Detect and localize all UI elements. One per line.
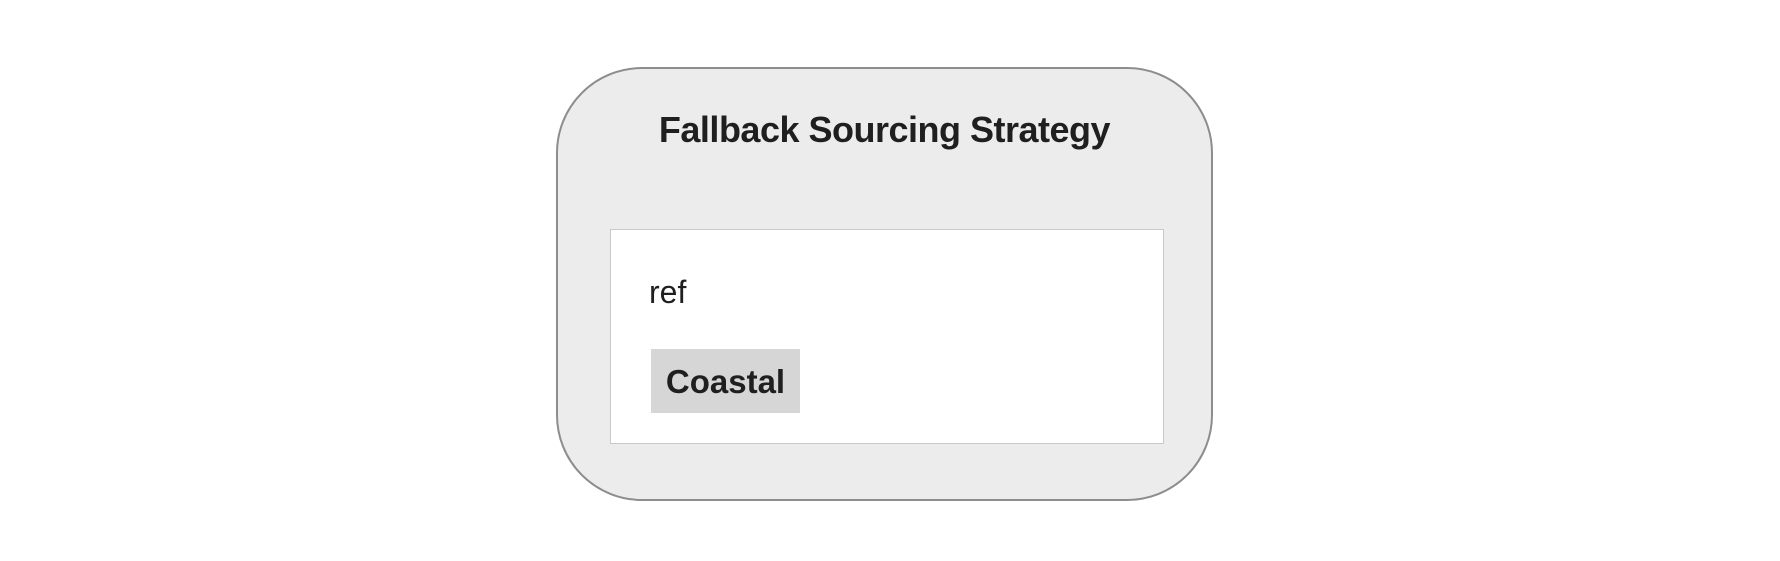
ref-frame: ref Coastal bbox=[610, 229, 1164, 444]
coastal-node-label: Coastal bbox=[665, 362, 786, 400]
coastal-node: Coastal bbox=[651, 349, 800, 413]
ref-frame-tag: ref bbox=[649, 274, 687, 310]
fallback-sourcing-strategy-container: Fallback Sourcing Strategy ref Coastal bbox=[556, 67, 1213, 501]
cluster-title: Fallback Sourcing Strategy bbox=[658, 109, 1111, 150]
